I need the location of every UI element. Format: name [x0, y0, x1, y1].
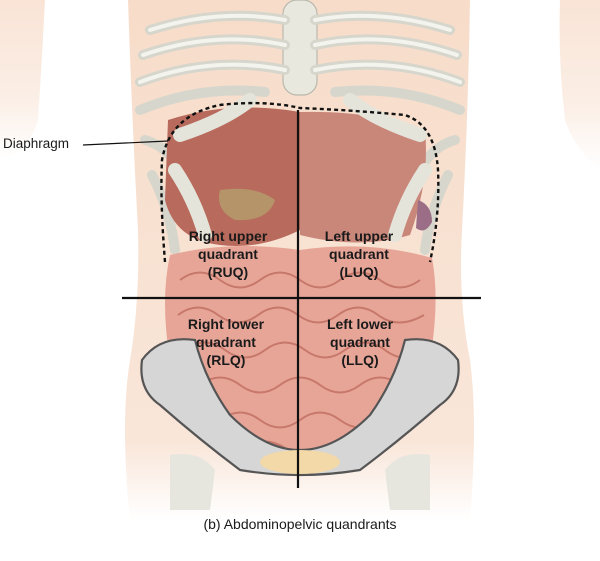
diaphragm-label: Diaphragm	[3, 136, 70, 151]
sacrum	[260, 450, 340, 474]
rlq-label: Right lower quadrant (RLQ)	[156, 315, 296, 369]
gallbladder	[219, 188, 275, 221]
llq-label: Left lower quadrant (LLQ)	[290, 315, 430, 369]
figure-caption: (b) Abdominopelvic quandrants	[203, 516, 397, 532]
rlq-line1: Right lower	[187, 316, 265, 332]
left-arm	[559, 0, 600, 170]
ruq-line1: Right upper	[188, 228, 268, 244]
luq-label: Left upper quadrant (LUQ)	[289, 227, 429, 281]
costal-ribs	[168, 93, 432, 242]
diaphragm-leader-line	[82, 140, 169, 146]
spleen	[416, 200, 432, 231]
luq-line3: (LUQ)	[339, 264, 379, 280]
pelvis	[140, 338, 460, 477]
ruq-label: Right upper quadrant (RUQ)	[158, 227, 298, 281]
luq-line1: Left upper	[324, 228, 394, 244]
femur-right	[170, 454, 215, 510]
rlq-line3: (RLQ)	[206, 352, 246, 368]
llq-line2: quadrant	[330, 334, 390, 350]
llq-line1: Left lower	[326, 316, 394, 332]
luq-line2: quadrant	[329, 246, 389, 262]
rlq-line2: quadrant	[196, 334, 256, 350]
ruq-line3: (RUQ)	[207, 264, 249, 280]
right-arm	[0, 0, 45, 160]
rib-cage-outline	[138, 13, 462, 84]
llq-line3: (LLQ)	[341, 352, 379, 368]
ruq-line2: quadrant	[198, 246, 258, 262]
stomach	[300, 111, 426, 243]
femur-left	[385, 454, 430, 510]
diaphragm-outline	[160, 101, 440, 263]
